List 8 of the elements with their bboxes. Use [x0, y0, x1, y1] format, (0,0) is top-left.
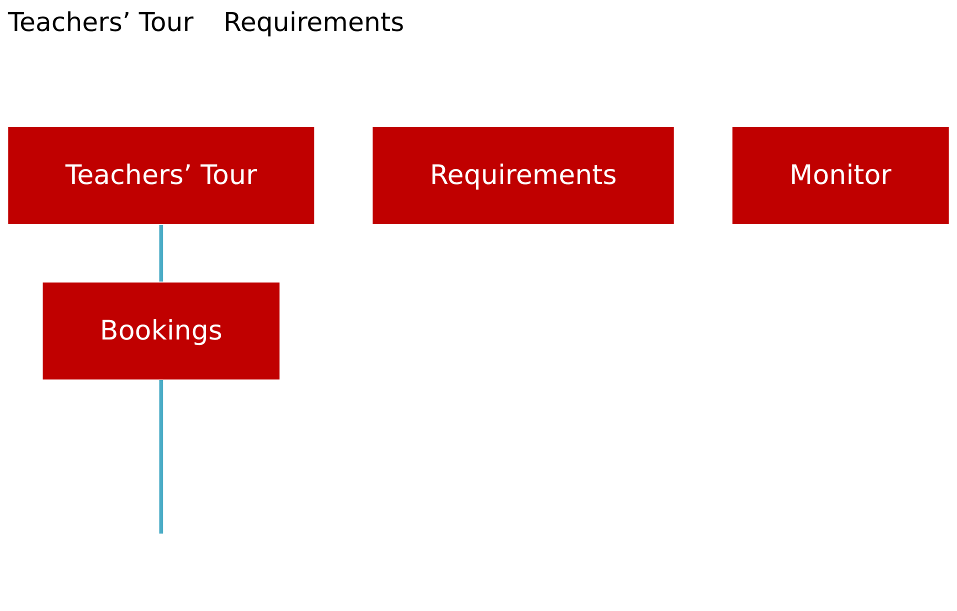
connector [159, 224, 164, 282]
node-box: Bookings [42, 282, 280, 380]
slide-text: Requirements [223, 8, 404, 38]
node-box: Requirements [372, 126, 675, 225]
slide-text: Teachers’ Tour [8, 8, 194, 38]
connector-line [159, 380, 164, 534]
node-box: Monitor [731, 126, 950, 225]
node-box: Teachers’ Tour [7, 126, 316, 225]
